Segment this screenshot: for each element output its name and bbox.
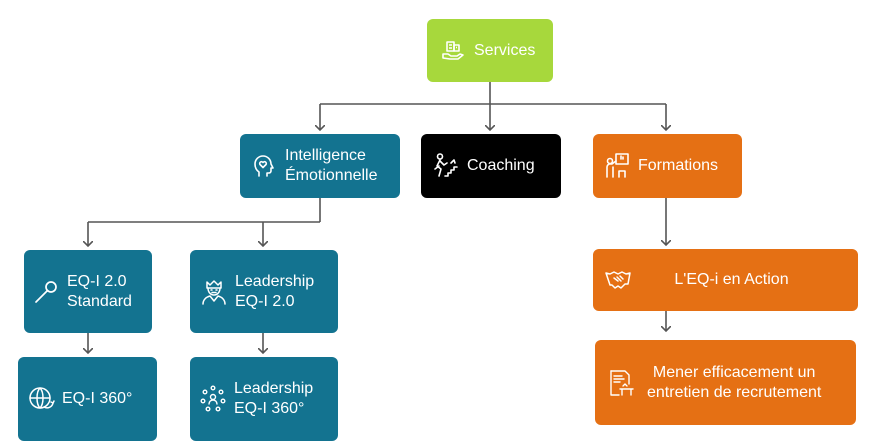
eqi-standard-node[interactable]: EQ-I 2.0 Standard [24, 250, 152, 333]
climbing-person-icon [431, 152, 459, 180]
entretien-node[interactable]: Mener efficacement un entretien de recru… [595, 340, 856, 425]
entretien-label: Mener efficacement un entretien de recru… [647, 363, 822, 401]
coaching-node[interactable]: Coaching [421, 134, 561, 198]
team-circle-icon [199, 385, 227, 413]
coaching-label: Coaching [467, 157, 535, 174]
eqi-standard-label: EQ-I 2.0 Standard [67, 272, 132, 310]
leader-icon [200, 278, 228, 306]
handshake-icon [605, 269, 631, 291]
interview-document-icon [607, 369, 635, 397]
magnifier-icon [33, 279, 59, 305]
leadership-eqi-label: Leadership EQ-I 2.0 [235, 272, 315, 310]
intelligence-emotionnelle-node[interactable]: Intelligence Émotionnelle [240, 134, 400, 198]
globe-cycle-icon [27, 385, 55, 413]
building-hand-icon [441, 39, 465, 63]
eqi-action-label: L'EQ-i en Action [674, 271, 789, 288]
eqi-360-node[interactable]: EQ-I 360° [18, 357, 157, 441]
eqi-action-node[interactable]: L'EQ-i en Action [593, 249, 858, 311]
formations-label: Formations [638, 157, 719, 174]
leadership-360-node[interactable]: Leadership EQ-I 360° [190, 357, 338, 441]
intelligence-emotionnelle-label: Intelligence Émotionnelle [285, 147, 378, 184]
eqi-360-label: EQ-I 360° [62, 390, 133, 407]
head-heart-icon [251, 153, 277, 179]
leadership-360-label: Leadership EQ-I 360° [234, 380, 314, 417]
leadership-eqi-node[interactable]: Leadership EQ-I 2.0 [190, 250, 338, 333]
formations-node[interactable]: Formations [593, 134, 742, 198]
services-label: Services [474, 41, 536, 59]
presenter-icon [603, 152, 631, 180]
services-node[interactable]: Services [427, 19, 553, 82]
